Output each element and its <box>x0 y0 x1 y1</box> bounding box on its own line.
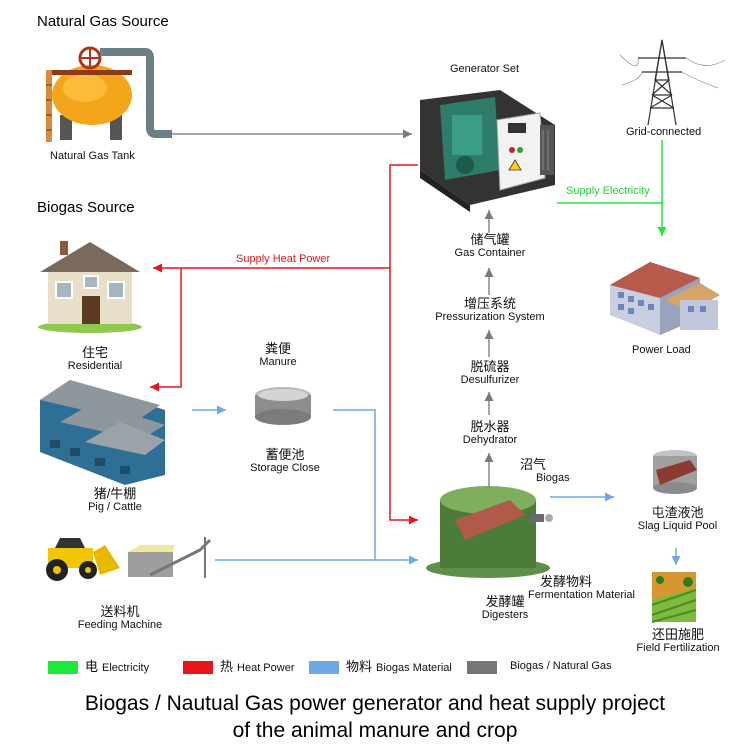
manure-cn: 粪便 <box>264 341 291 356</box>
legend-swatch-material <box>309 661 339 674</box>
natural-gas-tank-illustration <box>46 46 172 142</box>
supply-heat-label: Supply Heat Power <box>236 253 331 265</box>
pressurization-cn: 增压系统 <box>463 296 516 311</box>
power-load-label: Power Load <box>632 344 691 356</box>
digester-node: 发酵罐 Digesters <box>460 594 550 622</box>
feeding-machine-cn: 送料机 <box>100 604 140 619</box>
digester-en: Digesters <box>481 609 529 621</box>
biogas-en: Biogas <box>536 472 570 484</box>
feeding-machine-illustration <box>46 537 212 581</box>
desulfurizer-cn: 脱硫器 <box>470 359 510 374</box>
grid-label: Grid-connected <box>626 126 702 138</box>
pressurization-en: Pressurization System <box>435 311 545 323</box>
flow-storage-down <box>333 409 376 560</box>
fermentation-node: 发酵物料 Fermentation Material <box>528 574 646 602</box>
biogas-node: 沼气 Biogas <box>520 457 580 485</box>
slag-pool-en: Slag Liquid Pool <box>637 520 718 532</box>
dehydrator-en: Dehydrator <box>462 434 518 446</box>
field-node: 还田施肥 Field Fertilization <box>628 627 728 655</box>
gas-container-en: Gas Container <box>454 247 526 259</box>
flow-heat-to-digester <box>389 268 418 525</box>
desulfurizer-en: Desulfurizer <box>460 374 520 386</box>
generator-set-illustration <box>420 90 555 212</box>
storage-illustration <box>255 387 311 425</box>
slag-pool-cn: 屯渣液池 <box>651 505 704 520</box>
generator-set-label: Generator Set <box>450 63 520 75</box>
manure-node: 粪便 Manure <box>248 341 308 369</box>
feeding-machine-node: 送料机 Feeding Machine <box>60 604 180 632</box>
caption-line-1: Biogas / Nautual Gas power generator and… <box>84 692 666 715</box>
gas-container-node: 储气罐 Gas Container <box>440 232 540 260</box>
fermentation-cn: 发酵物料 <box>540 574 593 589</box>
slag-pool-illustration <box>653 450 697 494</box>
biogas-cn: 沼气 <box>520 457 547 472</box>
legend-gas: Biogas / Natural Gas <box>510 660 612 672</box>
gas-container-cn: 储气罐 <box>470 232 510 247</box>
fermentation-en: Fermentation Material <box>528 589 635 601</box>
feeding-machine-en: Feeding Machine <box>77 619 163 631</box>
digester-illustration <box>426 486 553 578</box>
desulfurizer-node: 脱硫器 Desulfurizer <box>440 359 540 387</box>
section-title-natural-gas: Natural Gas Source <box>37 13 169 30</box>
pig-cattle-cn: 猪/牛棚 <box>93 486 137 501</box>
storage-cn: 蓄便池 <box>265 447 305 462</box>
power-load-illustration <box>610 262 720 335</box>
legend-swatch-heat <box>183 661 213 674</box>
pig-cattle-node: 猪/牛棚 Pig / Cattle <box>65 486 165 514</box>
digester-cn: 发酵罐 <box>485 594 525 609</box>
legend-swatch-electricity <box>48 661 78 674</box>
section-title-biogas: Biogas Source <box>37 199 135 216</box>
residential-en: Residential <box>67 360 123 372</box>
residential-cn: 住宅 <box>81 345 108 360</box>
field-en: Field Fertilization <box>636 642 720 654</box>
residential-illustration <box>38 241 142 333</box>
pressurization-node: 增压系统 Pressurization System <box>429 296 551 324</box>
pig-cattle-en: Pig / Cattle <box>88 501 142 513</box>
supply-electricity-label: Supply Electricity <box>566 185 650 197</box>
barn-illustration <box>40 380 165 485</box>
flow-heat-to-residential <box>153 164 418 273</box>
field-illustration <box>651 572 697 623</box>
storage-node: 蓄便池 Storage Close <box>235 447 335 475</box>
flow-heat-to-barn <box>150 268 182 392</box>
residential-node: 住宅 Residential <box>55 345 135 373</box>
natural-gas-tank-label: Natural Gas Tank <box>50 150 135 162</box>
slag-pool-node: 屯渣液池 Slag Liquid Pool <box>630 505 725 533</box>
legend-swatch-gas <box>467 661 497 674</box>
storage-en: Storage Close <box>250 462 320 474</box>
caption-line-2: of the animal manure and crop <box>232 719 518 742</box>
field-cn: 还田施肥 <box>651 627 704 642</box>
manure-en: Manure <box>259 356 297 368</box>
dehydrator-node: 脱水器 Dehydrator <box>440 419 540 447</box>
dehydrator-cn: 脱水器 <box>470 419 510 434</box>
pylon-illustration <box>619 39 726 126</box>
